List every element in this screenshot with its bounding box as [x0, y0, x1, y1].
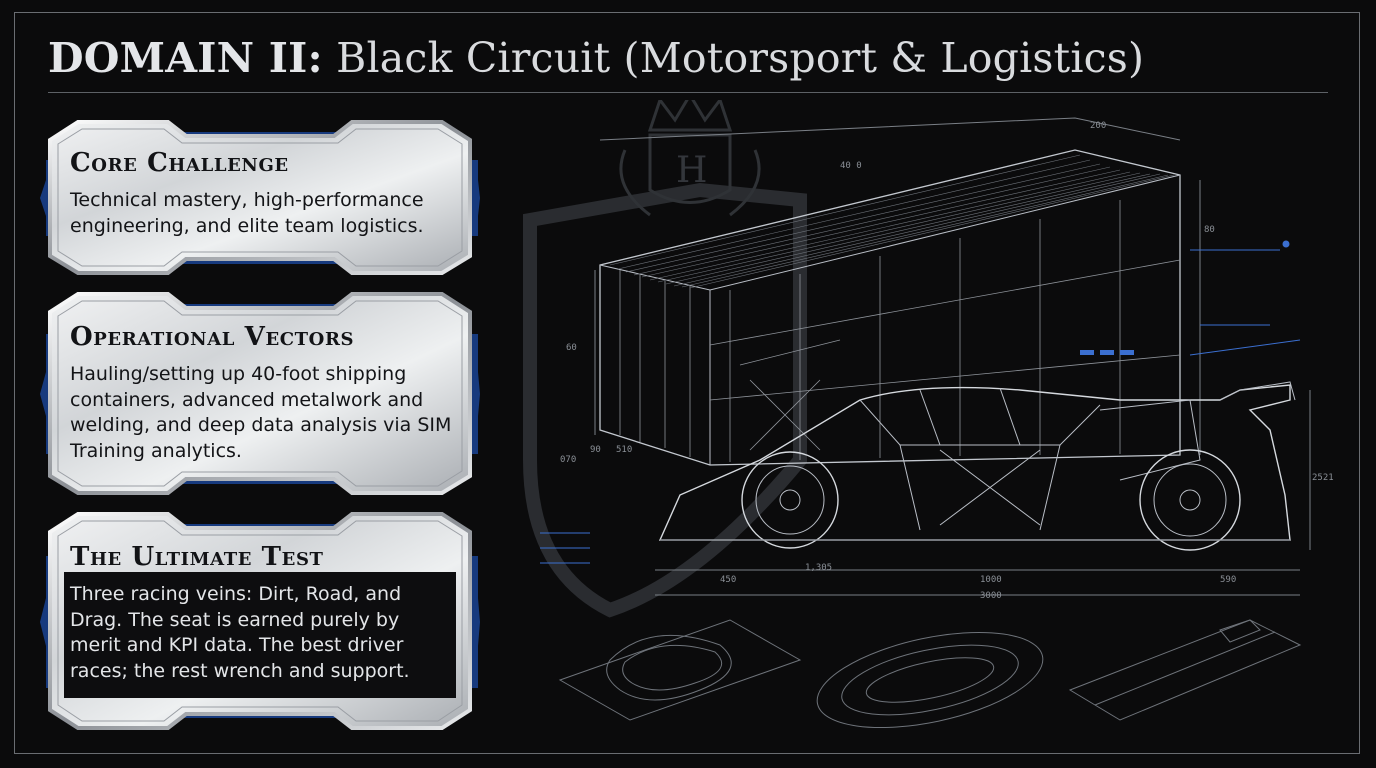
car-dim-label: 3000 [980, 591, 1002, 601]
race-car-drawing: 450 1,305 1000 590 3000 2521 [655, 381, 1334, 601]
title-divider [48, 92, 1328, 93]
container-dim-label: 200 [1090, 121, 1106, 131]
card-plate [40, 120, 480, 275]
page-title: DOMAIN II: Black Circuit (Motorsport & L… [48, 34, 1144, 82]
oval-track-drawing [816, 631, 1044, 729]
card-body: Three racing veins: Dirt, Road, and Drag… [70, 583, 410, 682]
container-dim-label: 90 [590, 445, 601, 455]
dirt-track-drawing [558, 619, 802, 721]
container-dim-label: 80 [1204, 225, 1215, 235]
container-dim-label: 60 [566, 343, 577, 353]
data-callouts [540, 240, 1301, 564]
car-dim-label: 2521 [1312, 473, 1334, 483]
car-dim-label: 1000 [980, 575, 1002, 585]
ultimate-test-card: The Ultimate Test Three racing veins: Di… [38, 512, 482, 730]
card-body: Technical mastery, high-performance engi… [70, 189, 424, 237]
car-dim-label: 1,305 [805, 563, 832, 573]
container-dim-label: 070 [560, 455, 576, 465]
card-plate [40, 292, 480, 495]
car-dim-label: 450 [720, 575, 736, 585]
container-dim-label: 40 0 [840, 161, 862, 171]
shield-emblem [523, 182, 807, 618]
operational-vectors-card: Operational Vectors Hauling/setting up 4… [38, 292, 482, 495]
container-dim-label: 510 [616, 445, 632, 455]
card-body: Hauling/setting up 40-foot shipping cont… [70, 363, 452, 462]
core-challenge-card: Core Challenge Technical mastery, high-p… [38, 120, 482, 275]
card-heading: Operational Vectors [70, 322, 355, 352]
drag-strip-drawing [1068, 619, 1302, 721]
card-heading: The Ultimate Test [70, 542, 324, 572]
blueprint-illustration: H 200 40 0 80 [523, 100, 1334, 729]
card-heading: Core Challenge [70, 148, 289, 178]
slide-frame [14, 12, 1360, 754]
title-domain: DOMAIN II: [48, 34, 323, 82]
shipping-container-drawing: 200 40 0 80 90 510 070 60 [560, 117, 1215, 466]
crest-letter: H [676, 150, 707, 191]
card-plate [40, 512, 480, 730]
title-subject: Black Circuit (Motorsport & Logistics) [322, 34, 1145, 82]
car-dim-label: 590 [1220, 575, 1236, 585]
crown-crest-icon [619, 100, 761, 217]
